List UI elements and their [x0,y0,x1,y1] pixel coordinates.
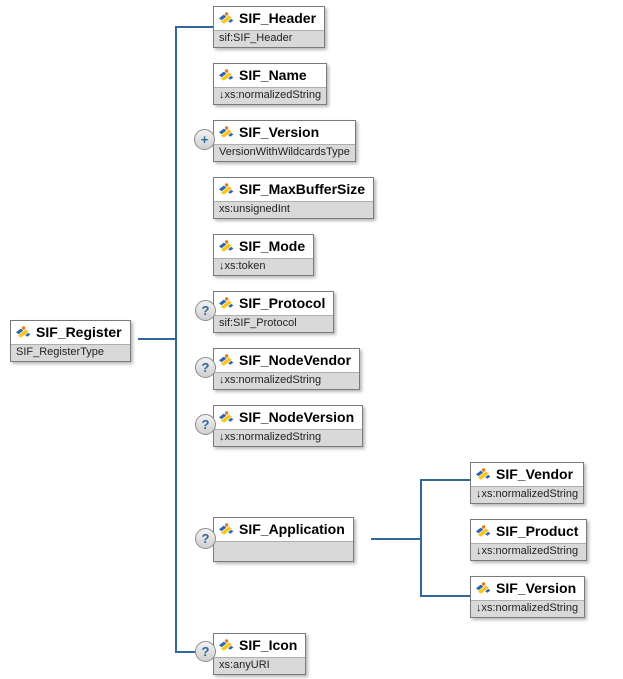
version-connector-line [420,595,470,597]
element-name: SIF_NodeVendor [239,352,352,368]
element-name: SIF_Register [36,324,122,340]
element-icon [476,525,491,537]
element-type: ↓xs:normalizedString [214,87,327,104]
element-node-sif-icon[interactable]: SIF_Icon xs:anyURI [213,633,307,675]
element-type: ↓xs:normalizedString [471,543,587,560]
element-name: SIF_Application [239,521,345,537]
expand-icon[interactable]: + [194,129,215,150]
optional-icon[interactable]: ? [195,641,216,662]
element-node-sif-vendor[interactable]: SIF_Vendor ↓xs:normalizedString [470,462,585,504]
element-type: ↓xs:normalizedString [214,429,363,446]
element-type: sif:SIF_Header [214,30,325,47]
element-node-sif-product[interactable]: SIF_Product ↓xs:normalizedString [470,519,588,561]
element-type: xs:anyURI [214,657,306,674]
element-node-sif-register[interactable]: SIF_Register SIF_RegisterType [10,320,131,362]
element-type [214,541,353,561]
element-type: ↓xs:token [214,258,314,275]
element-name: SIF_Icon [239,637,298,653]
element-type: ↓xs:normalizedString [471,600,585,617]
element-type: VersionWithWildcardsType [214,144,355,161]
element-icon [219,69,234,81]
element-node-sif-nodevendor[interactable]: SIF_NodeVendor ↓xs:normalizedString [213,348,361,390]
element-name: SIF_Name [239,67,307,83]
register-connector-line [138,338,177,340]
element-icon [219,354,234,366]
element-name: SIF_Vendor [496,466,574,482]
element-name: SIF_Version [239,124,320,140]
element-type: SIF_RegisterType [11,344,130,361]
header-connector-line [175,26,213,28]
element-icon [219,639,234,651]
element-name: SIF_NodeVersion [239,409,355,425]
element-icon [219,12,234,24]
element-icon [16,326,31,338]
element-type: sif:SIF_Protocol [214,315,334,332]
icon-connector-line [175,651,197,653]
element-icon [219,183,234,195]
element-name: SIF_MaxBufferSize [239,181,366,197]
optional-icon[interactable]: ? [195,300,216,321]
right-branch-line [420,479,422,597]
element-name: SIF_Header [239,10,317,26]
element-icon [219,411,234,423]
element-type: ↓xs:normalizedString [471,486,584,503]
element-node-sif-version[interactable]: SIF_Version VersionWithWildcardsType [213,120,356,162]
element-node-sif-application[interactable]: SIF_Application [213,517,354,562]
element-node-sif-version-app[interactable]: SIF_Version ↓xs:normalizedString [470,576,586,618]
element-name: SIF_Version [496,580,577,596]
element-icon [476,582,491,594]
element-node-sif-maxbuffersize[interactable]: SIF_MaxBufferSize xs:unsignedInt [213,177,375,219]
element-node-sif-nodeversion[interactable]: SIF_NodeVersion ↓xs:normalizedString [213,405,364,447]
element-type: ↓xs:normalizedString [214,372,360,389]
element-name: SIF_Product [496,523,579,539]
application-connector-line [371,538,422,540]
element-icon [219,523,234,535]
element-icon [219,240,234,252]
element-node-sif-protocol[interactable]: SIF_Protocol sif:SIF_Protocol [213,291,335,333]
optional-icon[interactable]: ? [195,528,216,549]
optional-icon[interactable]: ? [195,414,216,435]
element-node-sif-name[interactable]: SIF_Name ↓xs:normalizedString [213,63,328,105]
element-icon [476,468,491,480]
element-icon [219,297,234,309]
element-node-sif-mode[interactable]: SIF_Mode ↓xs:token [213,234,315,276]
optional-icon[interactable]: ? [195,357,216,378]
element-type: xs:unsignedInt [214,201,374,218]
element-name: SIF_Protocol [239,295,326,311]
element-node-sif-header[interactable]: SIF_Header sif:SIF_Header [213,6,326,48]
element-name: SIF_Mode [239,238,306,254]
vendor-connector-line [420,479,470,481]
element-icon [219,126,234,138]
